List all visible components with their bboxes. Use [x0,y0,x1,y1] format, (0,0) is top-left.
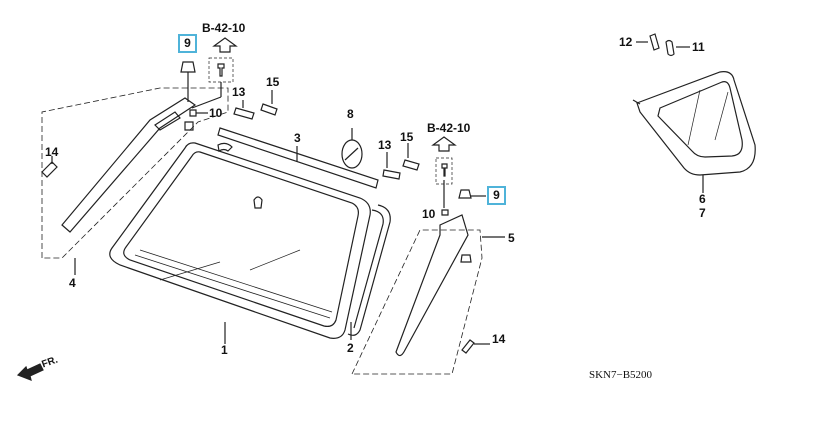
front-arrow-icon [16,363,44,381]
diagram-code: SKN7−B5200 [589,369,653,381]
callout-14-right[interactable]: 14 [492,332,506,346]
right-pillar-garnish [351,214,505,375]
callout-5[interactable]: 5 [508,231,515,245]
callout-7[interactable]: 7 [699,206,706,220]
windshield-glass [109,142,371,339]
upper-seal [217,127,379,189]
callout-14-left[interactable]: 14 [45,145,59,159]
callout-3[interactable]: 3 [294,131,301,145]
reference-arrow-right-icon [431,136,457,152]
callout-13-left[interactable]: 13 [232,85,246,99]
clip-shape [217,142,233,152]
callout-15-right[interactable]: 15 [400,130,414,144]
callout-11[interactable]: 11 [692,40,705,54]
callout-10-right[interactable]: 10 [422,207,436,221]
left-pillar-garnish [41,87,229,275]
fasteners [41,57,490,354]
quarter-glass [632,33,756,193]
callout-2[interactable]: 2 [347,341,354,355]
callout-10-left[interactable]: 10 [209,106,223,120]
callout-8[interactable]: 8 [347,107,354,121]
callout-9-right[interactable]: 9 [487,186,506,205]
callout-13-right[interactable]: 13 [378,138,392,152]
reference-arrow-left-icon [212,37,238,53]
reference-label-right[interactable]: B-42-10 [427,121,471,135]
callout-1[interactable]: 1 [221,343,228,357]
dam-rubber [347,204,391,336]
callout-6[interactable]: 6 [699,192,706,206]
callout-4[interactable]: 4 [69,276,76,290]
reference-label-left[interactable]: B-42-10 [202,21,246,35]
callout-12[interactable]: 12 [619,35,633,49]
callout-15-left[interactable]: 15 [266,75,280,89]
callout-9-left[interactable]: 9 [178,34,197,53]
